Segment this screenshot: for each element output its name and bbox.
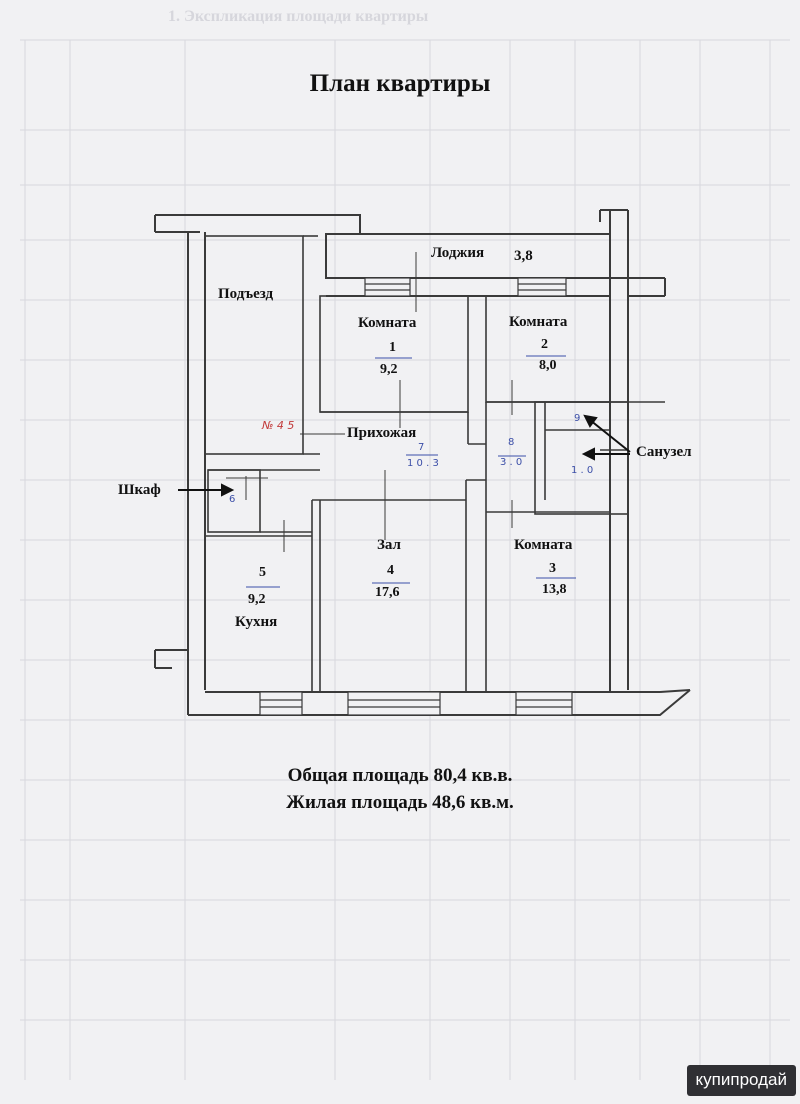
bathroom-arrow-upper [589,419,631,453]
area-totals: Общая площадь 80,4 кв.в. Жилая площадь 4… [0,762,800,816]
room2-number: 2 [541,337,548,352]
closet-arrowhead [221,483,235,497]
bathroom-label: Санузел [636,444,692,460]
living-area: Жилая площадь 48,6 кв.м. [286,792,514,813]
hall-area: 17,6 [375,585,400,600]
kitchen-number: 5 [259,565,266,580]
apartment-number-handwritten: № 4 5 [262,419,295,432]
wc-number-handwritten: 9 [574,413,581,424]
wc-area-handwritten: 1 . 0 [571,465,594,476]
hallway-label: Прихожая [347,425,417,441]
hallway-number-handwritten: 7 [418,442,425,453]
room2-name: Комната [509,314,568,330]
kitchen-area: 9,2 [248,592,266,607]
bathroom-arrowhead-lower [581,447,595,461]
room2-area: 8,0 [539,358,557,373]
entrance-label: Подъезд [218,286,274,302]
windows [259,277,573,716]
room1-number: 1 [389,340,396,355]
hallway-area-handwritten: 1 0 . 3 [407,458,439,469]
room1-name: Комната [358,315,417,331]
loggia-label: Лоджия [431,245,485,261]
leader-lines [226,252,535,552]
faint-form-header: 1. Экспликация площади квартиры [168,8,429,25]
room1-area: 9,2 [380,362,398,377]
total-area: Общая площадь 80,4 кв.в. [287,765,513,786]
kitchen-name: Кухня [235,614,278,630]
bath-number-handwritten: 8 [508,437,515,448]
room3-area: 13,8 [542,582,567,597]
arrows [178,414,631,497]
number-underlines [246,355,576,588]
brand-watermark[interactable]: купипродай [686,1065,796,1096]
closet-number-handwritten: 6 [229,494,236,505]
bathroom-arrowhead-upper [583,414,598,428]
plan-title: План квартиры [309,70,491,97]
hall-name: Зал [377,537,401,553]
interior-walls [204,235,665,692]
closet-label: Шкаф [118,482,161,498]
background-grid [20,39,790,1080]
bath-area-handwritten: 3 . 0 [500,457,523,468]
loggia-area: 3,8 [514,248,533,264]
hall-number: 4 [387,563,394,578]
room3-name: Комната [514,537,573,553]
room3-number: 3 [549,561,556,576]
